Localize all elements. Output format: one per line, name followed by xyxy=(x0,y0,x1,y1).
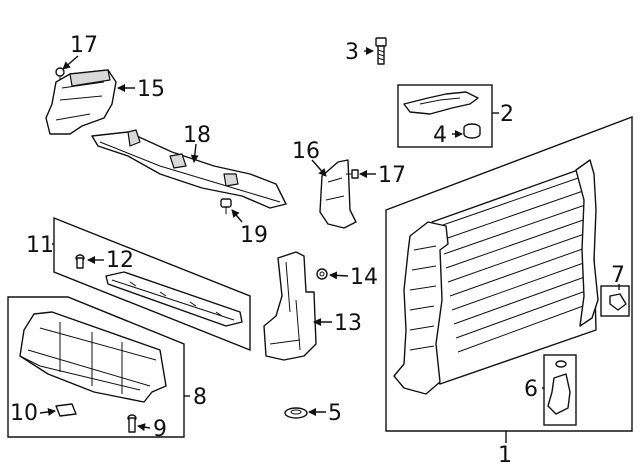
bolt-3-part xyxy=(375,37,387,65)
callout-17-right: 17 xyxy=(378,163,406,188)
grommet-5-part xyxy=(284,407,308,419)
callout-labels: 17 15 18 19 16 17 3 2 4 11 12 13 14 5 8 … xyxy=(10,33,625,468)
push-pin-17-right-part xyxy=(346,169,359,179)
radiator-part xyxy=(393,159,599,395)
drain-valve-7-part xyxy=(600,285,630,317)
callout-1: 1 xyxy=(498,443,512,468)
bracket-kit-frame xyxy=(397,84,493,148)
callout-16: 16 xyxy=(292,139,320,164)
bracket-2-part xyxy=(403,91,479,115)
screw-9-part xyxy=(127,414,137,433)
sensor-6-part xyxy=(543,354,577,426)
callout-19: 19 xyxy=(240,223,268,248)
air-baffle-upper-left-part xyxy=(45,69,117,135)
callout-8: 8 xyxy=(193,385,207,410)
side-deflector-16-part xyxy=(319,159,357,229)
leader-lines xyxy=(39,47,620,443)
side-bracket-13-part xyxy=(263,251,317,361)
deflector-8-frame xyxy=(7,296,185,438)
shield-11-frame xyxy=(53,216,251,352)
callout-11: 11 xyxy=(26,233,54,258)
clip-17-left-part xyxy=(55,67,65,80)
clip-19-part xyxy=(220,198,232,214)
lower-deflector-part xyxy=(19,311,167,403)
callout-9: 9 xyxy=(153,417,167,442)
callout-13: 13 xyxy=(334,311,362,336)
callout-12: 12 xyxy=(106,248,134,273)
grommet-4-part xyxy=(463,123,481,139)
callout-17-left: 17 xyxy=(70,33,98,58)
callout-6: 6 xyxy=(524,377,538,402)
callout-2: 2 xyxy=(500,102,514,127)
callout-4: 4 xyxy=(433,123,447,148)
nut-14-part xyxy=(316,268,328,280)
callout-5: 5 xyxy=(328,401,342,426)
callout-18: 18 xyxy=(183,123,211,148)
callout-10: 10 xyxy=(10,401,38,426)
callout-15: 15 xyxy=(137,77,165,102)
shield-plate-part xyxy=(105,271,243,327)
radiator-1-frame xyxy=(385,115,633,432)
callout-7: 7 xyxy=(611,263,625,288)
callout-14: 14 xyxy=(350,265,378,290)
callout-3: 3 xyxy=(345,40,359,65)
upper-deflector-part xyxy=(91,129,287,209)
bolt-12-part xyxy=(75,254,85,269)
clip-10-part xyxy=(55,403,77,417)
